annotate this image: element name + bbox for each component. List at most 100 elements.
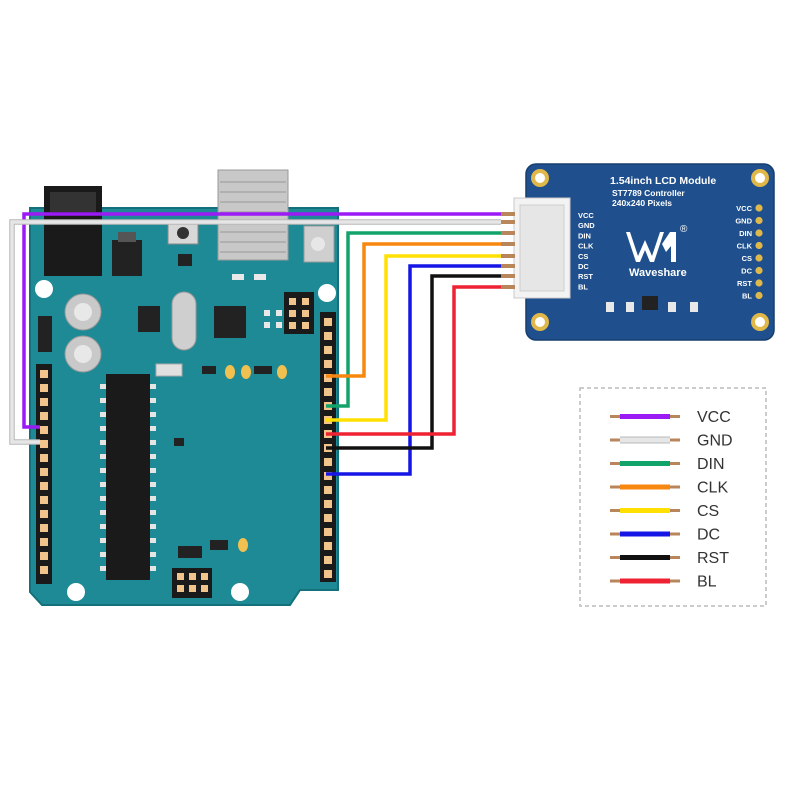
wire-terminal <box>501 274 515 278</box>
wire-terminal <box>501 231 515 235</box>
header-pin <box>324 458 332 466</box>
legend-wire-tip <box>610 509 620 512</box>
connector-pin-label: VCC <box>578 211 594 220</box>
header-pin <box>40 538 48 546</box>
side-pin-pad <box>755 266 763 275</box>
legend-swatch <box>620 578 670 584</box>
header-pin <box>324 514 332 522</box>
legend-label: CLK <box>697 480 728 497</box>
side-pin-pad <box>755 254 763 262</box>
legend-wire-tip <box>610 532 620 536</box>
small-ic <box>38 316 52 352</box>
legend-wire-tip <box>670 579 680 583</box>
connector-pin-label: DIN <box>578 231 591 240</box>
regulator-tab <box>118 232 136 242</box>
connector-pin-label: DC <box>578 262 589 271</box>
header-pin <box>40 566 48 574</box>
header-pin <box>40 510 48 518</box>
header-pin <box>324 346 332 354</box>
lcd-smd-parts <box>606 296 698 312</box>
brand-label: Waveshare <box>629 267 687 279</box>
smd-part <box>174 438 184 446</box>
legend-wire-tip <box>670 415 680 418</box>
legend-label: DC <box>697 527 720 544</box>
atmega-pins-right <box>150 384 156 571</box>
smd-part <box>202 366 216 374</box>
side-pin-pad <box>755 291 763 300</box>
lcd-mount-hole-inner <box>755 173 765 183</box>
legend-swatch <box>620 531 670 537</box>
header-pin <box>324 388 332 396</box>
legend-wire-tip <box>670 438 680 442</box>
header-pin <box>324 472 332 480</box>
side-pin-pad <box>755 241 763 250</box>
led <box>241 365 251 379</box>
atmega-chip <box>106 374 150 580</box>
side-pin-pad <box>755 279 763 287</box>
side-pin-label: CS <box>742 254 752 263</box>
icsp-usb <box>303 225 335 263</box>
side-pin-label: RST <box>737 279 752 288</box>
legend-swatch <box>620 461 670 466</box>
header-pin <box>40 454 48 462</box>
small-ic <box>138 306 160 332</box>
icsp-usb-dot <box>311 237 325 251</box>
legend-wire-tip <box>670 509 680 512</box>
icsp-header-bottom <box>172 568 212 598</box>
lcd-title: 1.54inch LCD Module <box>610 175 716 187</box>
wire-gnd <box>10 220 501 444</box>
icsp-header <box>284 292 314 334</box>
header-pin <box>40 468 48 476</box>
connector-pin-label: CS <box>578 252 588 261</box>
legend-wire-tip <box>670 556 680 559</box>
header-pin <box>324 570 332 578</box>
wire-terminal <box>501 242 515 246</box>
legend-wire-tip <box>610 415 620 418</box>
side-pin-label: CLK <box>737 242 753 251</box>
lcd-resolution: 240x240 Pixels <box>612 198 672 208</box>
legend-wire-tip <box>670 532 680 536</box>
smd-part <box>178 546 202 558</box>
led <box>238 538 248 552</box>
voltage-regulator <box>112 240 142 276</box>
led <box>225 365 235 379</box>
capacitor-top <box>74 345 92 363</box>
header-pin <box>40 412 48 420</box>
header-pin <box>324 542 332 550</box>
legend-swatch <box>620 414 670 419</box>
wire-terminal <box>501 212 515 216</box>
legend-wire-tip <box>610 485 620 489</box>
wire-din <box>326 231 501 408</box>
lcd-controller: ST7789 Controller <box>612 188 685 198</box>
legend-label: BL <box>697 574 717 591</box>
header-pin <box>40 384 48 392</box>
lcd-module: 1.54inch LCD Module ST7789 Controller 24… <box>513 163 775 341</box>
mounting-hole <box>231 583 249 601</box>
lcd-mount-hole-inner <box>755 317 765 327</box>
wire-terminal <box>501 220 515 224</box>
crystal <box>171 291 197 351</box>
side-pin-label: DC <box>741 267 752 276</box>
connector-pin-label: CLK <box>578 242 594 251</box>
header-pin <box>324 374 332 382</box>
smd-part <box>155 363 183 377</box>
legend-wire-tip <box>670 462 680 465</box>
header-pin <box>324 360 332 368</box>
header-pin <box>40 440 48 448</box>
lcd-connector-inner <box>519 204 565 292</box>
header-pin <box>40 370 48 378</box>
led <box>277 365 287 379</box>
wire-terminal <box>501 254 515 258</box>
side-pin-label: VCC <box>736 204 752 213</box>
small-ic <box>178 254 192 266</box>
side-pin-pad <box>755 229 763 237</box>
wire-terminal <box>501 285 515 289</box>
legend-label: DIN <box>697 456 725 473</box>
microcontroller-usb <box>214 306 246 338</box>
waveshare-registered-mark: ® <box>680 224 688 235</box>
wire-clk <box>326 242 501 378</box>
